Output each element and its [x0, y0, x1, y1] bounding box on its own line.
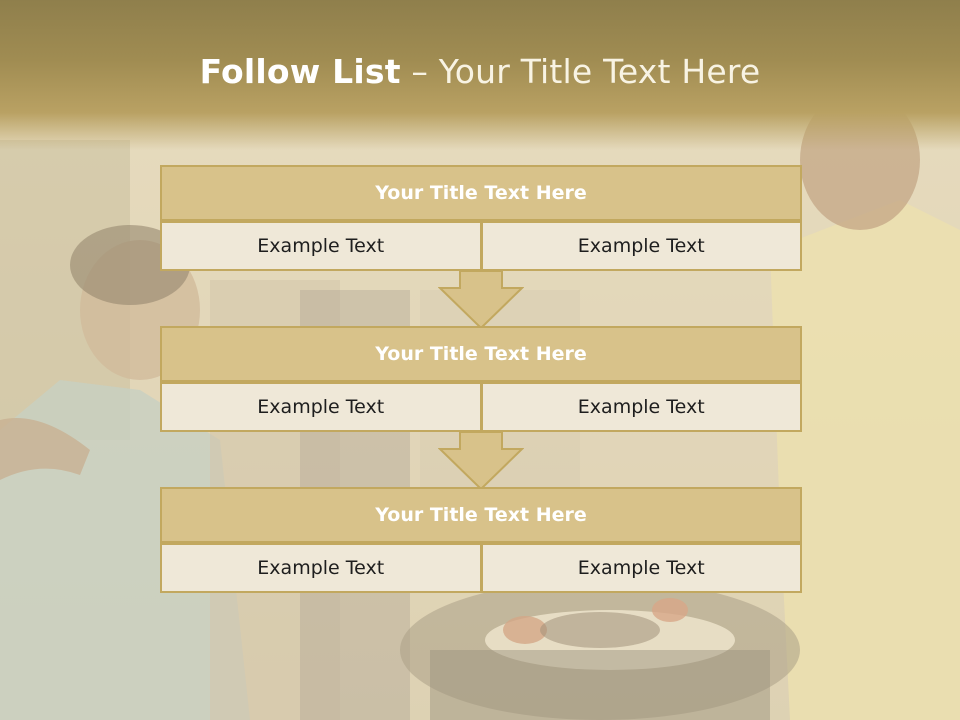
block-title: Your Title Text Here	[160, 487, 802, 543]
block-cell-right: Example Text	[481, 543, 802, 593]
block-cell-right: Example Text	[481, 382, 802, 432]
header-band	[0, 0, 960, 150]
title-rest: – Your Title Text Here	[400, 52, 761, 91]
block-cell-left: Example Text	[160, 543, 482, 593]
block-row: Example Text Example Text	[160, 382, 802, 432]
block-row: Example Text Example Text	[160, 543, 802, 593]
block-row: Example Text Example Text	[160, 221, 802, 271]
down-arrow-icon	[438, 431, 524, 491]
down-arrow-icon	[438, 270, 524, 330]
block-title: Your Title Text Here	[160, 165, 802, 221]
title-bold: Follow List	[199, 52, 401, 91]
block-cell-right: Example Text	[481, 221, 802, 271]
flow-block-1: Your Title Text Here Example Text Exampl…	[160, 165, 802, 271]
block-cell-left: Example Text	[160, 221, 482, 271]
flow-block-3: Your Title Text Here Example Text Exampl…	[160, 487, 802, 593]
block-title: Your Title Text Here	[160, 326, 802, 382]
slide-title: Follow List – Your Title Text Here	[0, 52, 960, 91]
block-cell-left: Example Text	[160, 382, 482, 432]
flow-block-2: Your Title Text Here Example Text Exampl…	[160, 326, 802, 432]
